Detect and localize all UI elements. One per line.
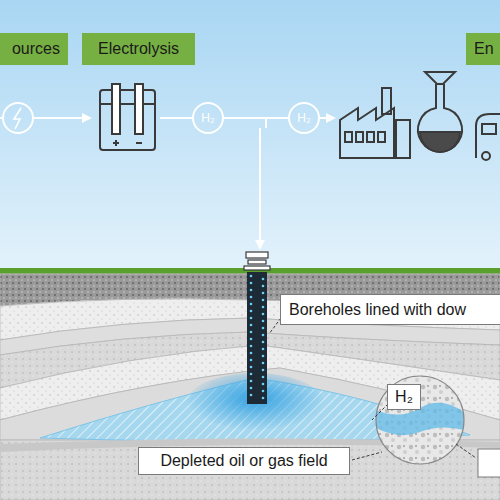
flask-icon	[418, 72, 462, 152]
node-text: Electrolysis	[98, 40, 179, 58]
sky-background	[0, 0, 500, 272]
flow-label: H₂	[201, 112, 214, 124]
stage-label: En	[466, 33, 500, 65]
vehicle-icon	[476, 114, 500, 160]
node-text: En	[474, 40, 494, 58]
factory-icon	[340, 88, 410, 158]
callout-box: H₂	[387, 384, 421, 410]
node-text: Boreholes lined with dow	[289, 301, 466, 319]
callout-box: Boreholes lined with dow	[280, 294, 500, 325]
callout-box	[478, 449, 500, 477]
electrolyser-icon	[100, 84, 155, 150]
callout-box: Depleted oil or gas field	[138, 447, 350, 475]
node-text: ources	[12, 40, 60, 58]
stage-label: ources	[0, 33, 68, 65]
stage-label: Electrolysis	[82, 33, 195, 65]
pore-magnifier	[376, 376, 464, 464]
energy-flow	[0, 103, 334, 248]
node-text: H₂	[395, 388, 413, 406]
borehole	[244, 252, 270, 404]
flow-label: H₂	[297, 112, 310, 124]
node-text: Depleted oil or gas field	[160, 452, 327, 470]
leader-lines	[269, 318, 476, 460]
